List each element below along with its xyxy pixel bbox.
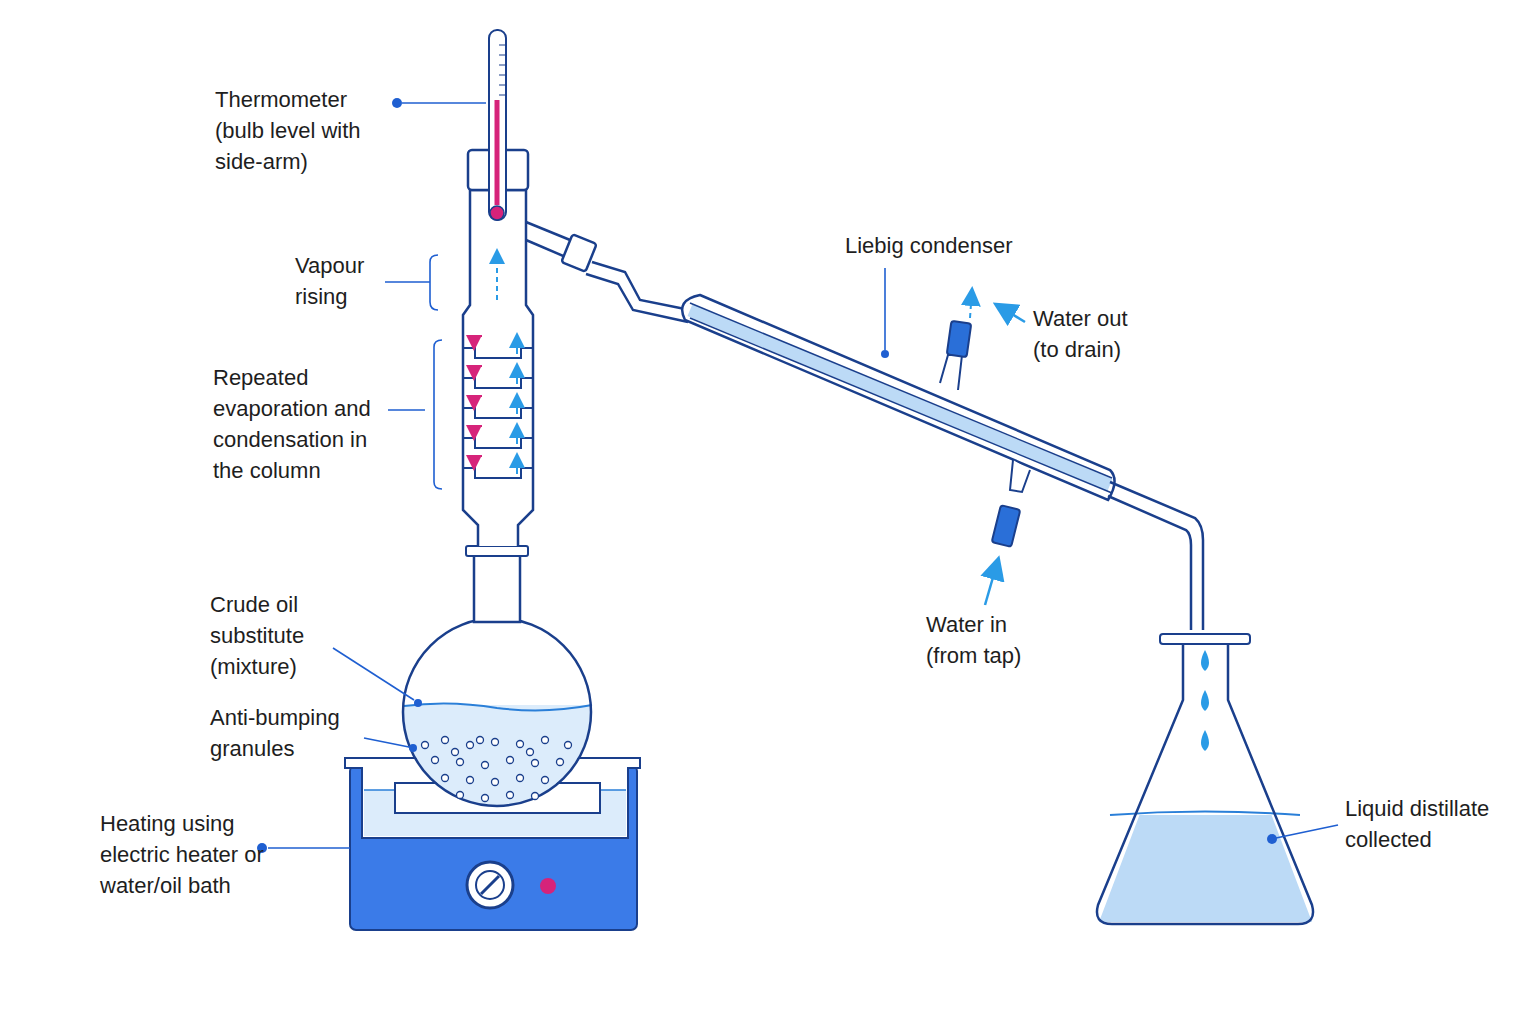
callout-label: Thermometer (bulb level with side-arm): [215, 84, 393, 177]
callout-label: Liquid distillate collected: [1345, 793, 1505, 855]
liebig-condenser: [586, 262, 1203, 630]
leader-lines: [268, 103, 1338, 848]
part-label: Liebig condenser: [845, 230, 1065, 261]
callout-label: Vapour rising: [295, 250, 383, 312]
round-bottom-flask: [400, 546, 600, 825]
conical-flask: [1090, 634, 1320, 925]
leader-dots: [257, 98, 1277, 853]
callout-label: Repeated evaporation and condensation in…: [213, 362, 385, 486]
callout-label: Anti-bumping granules: [210, 702, 362, 764]
callout-label: Water in (from tap): [926, 609, 1038, 671]
callout-label: Heating using electric heater or water/o…: [100, 808, 280, 901]
fractionating-column: [463, 150, 597, 546]
callout-label: Water out (to drain): [1033, 303, 1145, 365]
thermometer: [489, 30, 506, 220]
callout-label: Crude oil substitute (mixture): [210, 589, 332, 682]
heater: [345, 758, 640, 930]
